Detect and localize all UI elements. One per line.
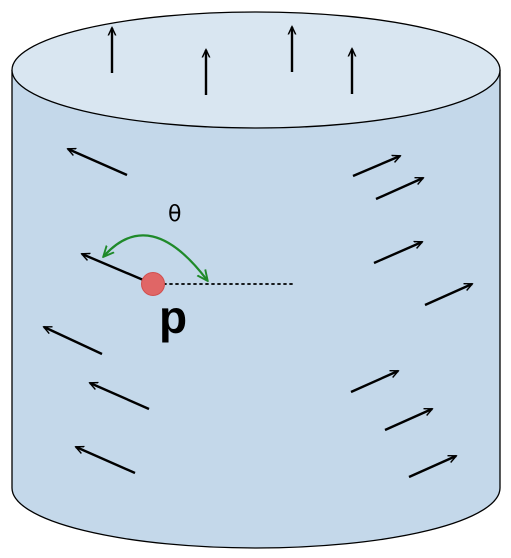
right-side-arrows — [350, 156, 472, 479]
left-side-arrow — [68, 147, 128, 177]
right-side-arrow — [350, 369, 398, 394]
right-side-arrow — [352, 156, 400, 178]
cylinder-side — [11, 70, 501, 549]
right-side-arrow — [424, 282, 472, 307]
theta-label: θ — [168, 202, 181, 227]
top-face-arrows — [112, 27, 352, 95]
left-side-arrow — [90, 381, 150, 411]
point-p-marker — [141, 272, 165, 296]
left-side-arrow — [76, 445, 136, 475]
left-side-arrows — [44, 147, 150, 475]
right-side-arrow — [375, 176, 423, 201]
angle-arc — [104, 234, 207, 280]
right-side-arrow — [373, 242, 422, 265]
cylinder-top — [11, 11, 501, 129]
right-side-arrow — [384, 407, 432, 432]
left-side-arrow — [44, 325, 103, 356]
point-p-label: p — [159, 291, 187, 343]
right-side-arrow — [408, 454, 456, 479]
